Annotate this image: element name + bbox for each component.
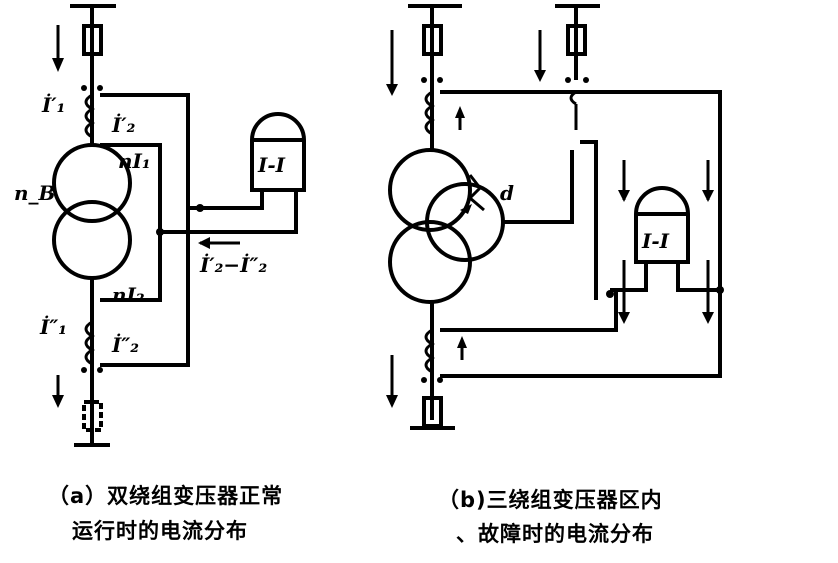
diagram-b: d I-I	[386, 4, 724, 430]
caption-b-line1: （b)三绕组变压器区内	[438, 488, 663, 512]
label-i2-prime: İ′₂	[111, 113, 136, 137]
relay-label-b: I-I	[641, 229, 670, 253]
label-n-b: n_B	[14, 181, 55, 205]
label-i1-prime: İ′₁	[41, 93, 65, 117]
relay-label-a: I-I	[257, 153, 286, 177]
caption-b-line2: 、故障时的电流分布	[456, 522, 654, 546]
label-i1-dprime: İ″₁	[39, 315, 67, 339]
caption-a-line1: （a）双绕组变压器正常	[48, 484, 284, 508]
label-fault-point: d	[500, 181, 514, 205]
diagram-a: I-I İ′₁ İ′₂ nI₁ n_B nI₂ İ″₁ İ″₂ İ′₂−İ″₂	[14, 4, 306, 447]
label-n-i1: nI₁	[118, 149, 151, 173]
label-i2-dprime: İ″₂	[111, 333, 139, 357]
label-n-i2: nI₂	[112, 283, 145, 307]
caption-a-line2: 运行时的电流分布	[72, 519, 248, 543]
label-diff-current: İ′₂−İ″₂	[199, 253, 267, 277]
